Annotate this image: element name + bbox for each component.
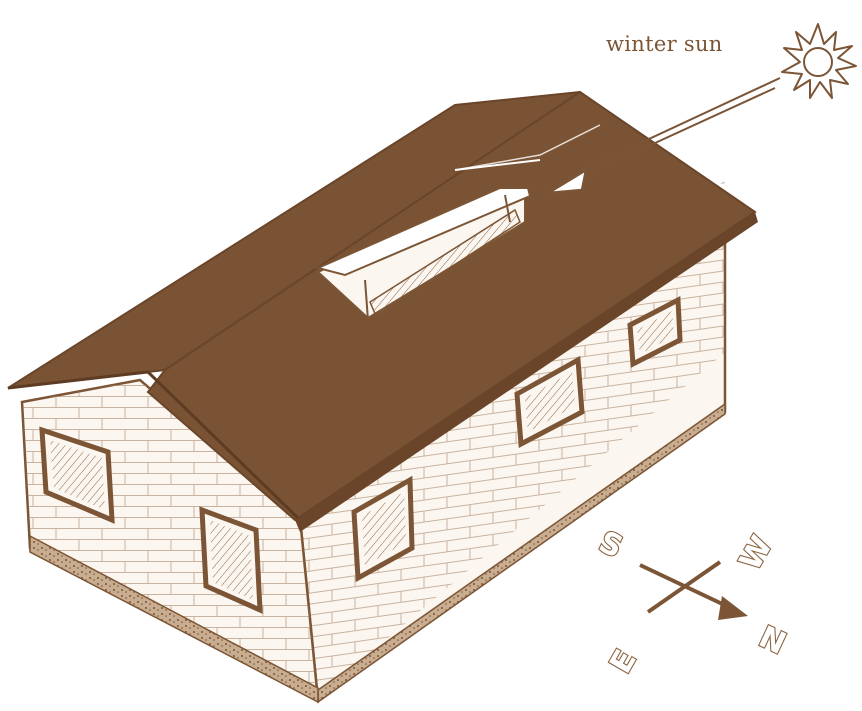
compass-east: E (603, 644, 644, 679)
compass-west: W (733, 530, 780, 576)
compass-south: S (594, 525, 628, 566)
compass: S W E N (594, 525, 792, 680)
sun-label: winter sun (606, 32, 723, 56)
sun-icon (782, 24, 856, 98)
compass-north: N (754, 620, 792, 662)
